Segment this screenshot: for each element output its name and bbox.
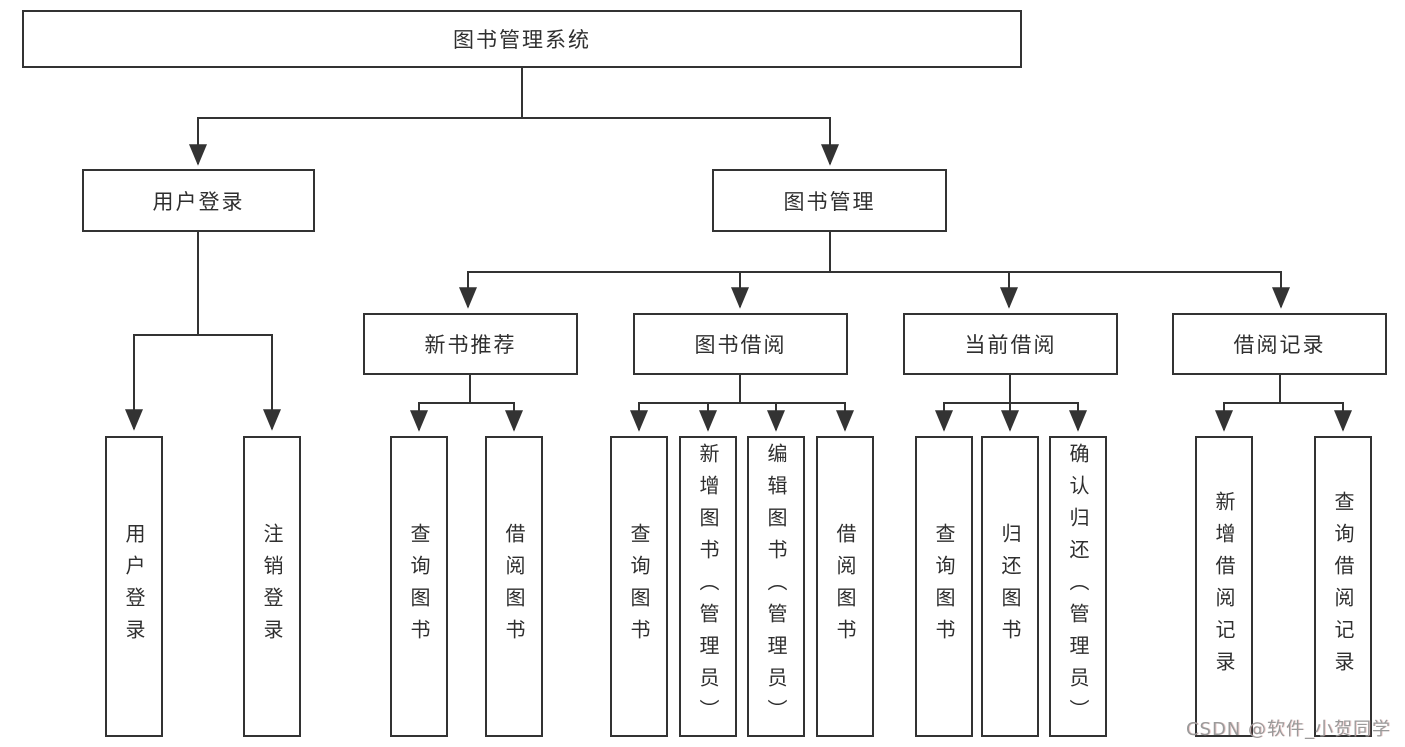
leaf-cb-confirm-return-admin: 确认归还（管理员）	[1049, 436, 1107, 737]
node-library-management-system: 图书管理系统	[22, 10, 1022, 68]
leaf-cb-return-books: 归还图书	[981, 436, 1039, 737]
leaf-logout: 注销登录	[243, 436, 301, 737]
node-book-borrowing: 图书借阅	[633, 313, 848, 375]
node-user-login: 用户登录	[82, 169, 315, 232]
leaf-bb-borrow-books: 借阅图书	[816, 436, 874, 737]
node-current-borrowing: 当前借阅	[903, 313, 1118, 375]
node-new-book-recommendation: 新书推荐	[363, 313, 578, 375]
leaf-nbr-borrow-books: 借阅图书	[485, 436, 543, 737]
leaf-bb-query-books: 查询图书	[610, 436, 668, 737]
node-borrowing-records: 借阅记录	[1172, 313, 1387, 375]
leaf-cb-query-books: 查询图书	[915, 436, 973, 737]
node-book-management: 图书管理	[712, 169, 947, 232]
leaf-br-query-record: 查询借阅记录	[1314, 436, 1372, 737]
leaf-user-login: 用户登录	[105, 436, 163, 737]
leaf-bb-edit-books-admin: 编辑图书（管理员）	[747, 436, 805, 737]
csdn-watermark: CSDN @软件_小贺同学	[1185, 719, 1391, 740]
leaf-bb-add-books-admin: 新增图书（管理员）	[679, 436, 737, 737]
leaf-br-add-record: 新增借阅记录	[1195, 436, 1253, 737]
leaf-nbr-query-books: 查询图书	[390, 436, 448, 737]
